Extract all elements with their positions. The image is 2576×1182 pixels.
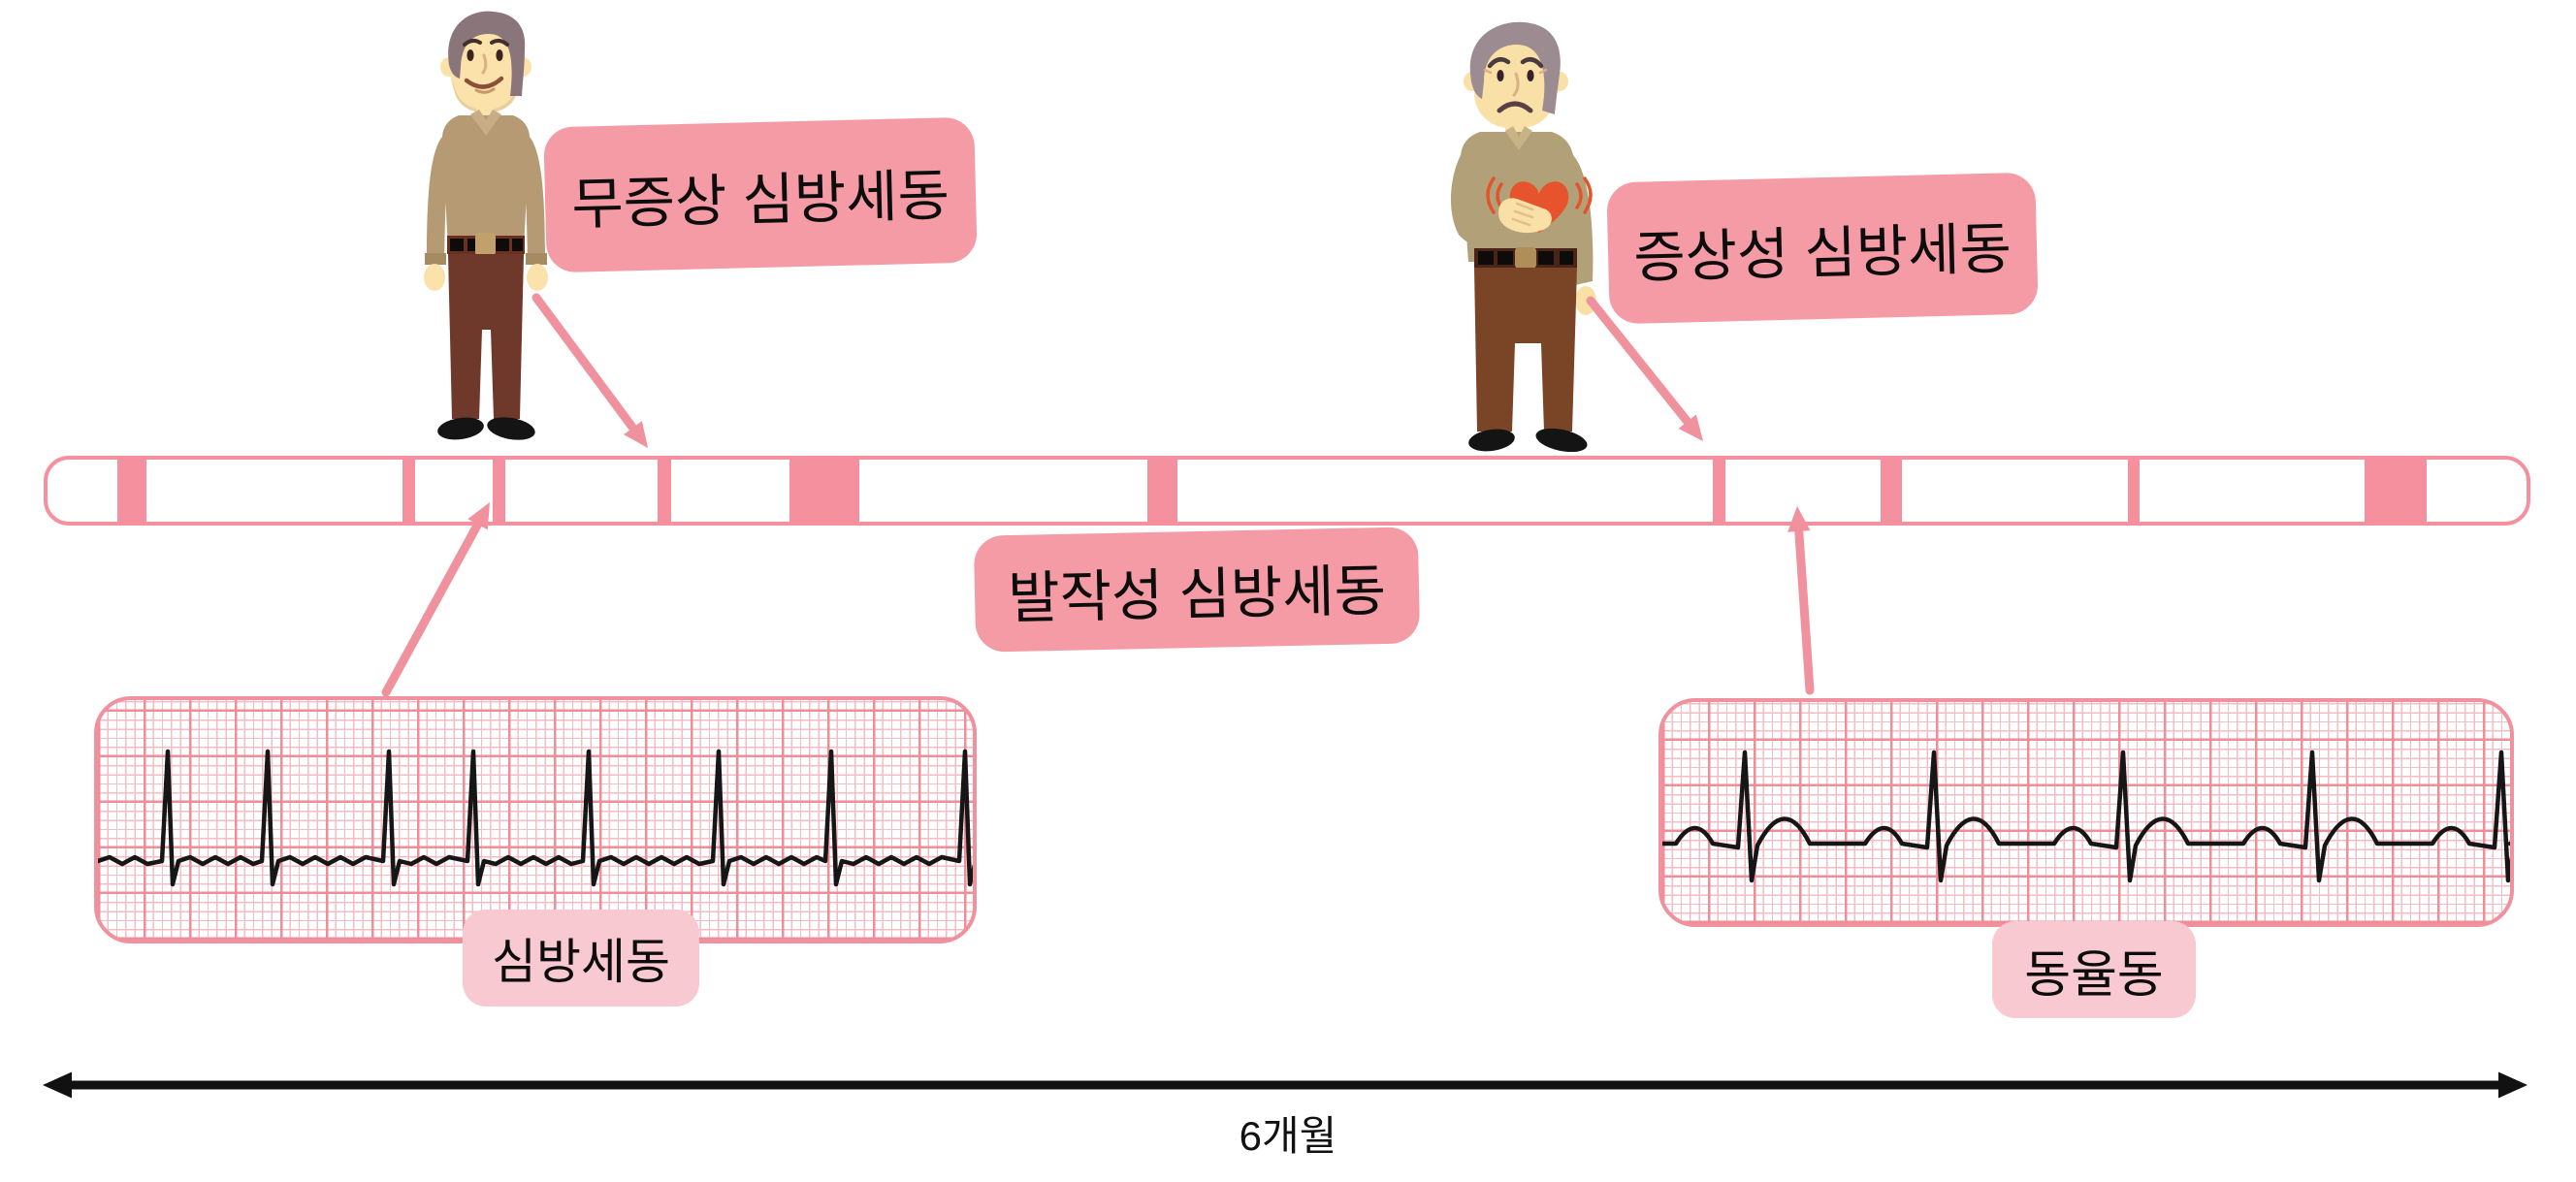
label-afib-strip-text: 심방세동 xyxy=(492,935,670,989)
af-episode-segment xyxy=(1147,460,1177,522)
ecg-strip-afib xyxy=(94,696,977,943)
shoe-icon xyxy=(1535,428,1588,452)
af-episode-segment xyxy=(493,460,505,522)
callout-asymptomatic-af: 무증상 심방세동 xyxy=(543,116,978,273)
af-episode-segment xyxy=(658,460,671,522)
eye-icon xyxy=(1497,70,1504,81)
face xyxy=(1474,29,1556,128)
eye-icon xyxy=(467,49,474,61)
eye-icon xyxy=(496,49,503,61)
afib-trace xyxy=(98,749,973,887)
hand xyxy=(424,264,445,291)
af-episode-segment xyxy=(1881,460,1902,522)
shoe-icon xyxy=(1468,429,1515,452)
sinus-trace xyxy=(1662,750,2510,883)
pants xyxy=(448,254,524,419)
collar xyxy=(1505,126,1532,150)
pants xyxy=(1474,268,1577,431)
smile xyxy=(464,76,504,89)
time-axis-arrow-right xyxy=(1283,1071,2528,1099)
vibration-arcs-icon xyxy=(1575,176,1593,214)
hair xyxy=(448,11,526,96)
label-afib-strip: 심방세동 xyxy=(463,910,699,1006)
callout-symptomatic-af-label: 증상성 심방세동 xyxy=(1632,217,2012,290)
shoe-icon xyxy=(487,417,535,440)
eye-icon xyxy=(1527,70,1534,81)
frown xyxy=(1497,101,1533,113)
arrow-afib-strip-to-timeline xyxy=(381,502,490,697)
time-axis-label: 6개월 xyxy=(1239,1113,1337,1159)
hand xyxy=(527,264,548,291)
af-episode-segment xyxy=(402,460,415,522)
belt-buckle xyxy=(475,233,496,256)
hair xyxy=(1469,21,1561,115)
asymptomatic-patient-figure xyxy=(424,11,548,440)
af-episode-segment xyxy=(2128,460,2140,522)
collar xyxy=(470,110,501,136)
time-axis-arrow-left xyxy=(43,1071,1293,1099)
timeline-bar xyxy=(44,456,2530,526)
label-sinus-strip-text: 동율동 xyxy=(2024,946,2164,1004)
shoe-icon xyxy=(437,417,484,440)
callout-paroxysmal-af: 발작성 심방세동 xyxy=(973,527,1421,653)
arrow-sinus-strip-to-timeline xyxy=(1787,506,1815,695)
callout-asymptomatic-af-label: 무증상 심방세동 xyxy=(570,164,950,237)
ecg-strip-sinus xyxy=(1658,698,2514,927)
hand xyxy=(1575,286,1596,315)
af-episode-segment xyxy=(117,460,146,522)
callout-symptomatic-af: 증상성 심방세동 xyxy=(1606,172,2039,325)
af-episode-segment xyxy=(1713,460,1725,522)
callout-paroxysmal-af-label: 발작성 심방세동 xyxy=(1007,559,1387,631)
label-sinus-strip: 동율동 xyxy=(1992,921,2196,1018)
belt-buckle xyxy=(1515,247,1536,269)
shirt xyxy=(442,115,530,249)
symptomatic-patient-figure xyxy=(1450,21,1596,452)
af-episode-segment xyxy=(789,460,859,522)
af-episode-segment xyxy=(2365,460,2427,522)
